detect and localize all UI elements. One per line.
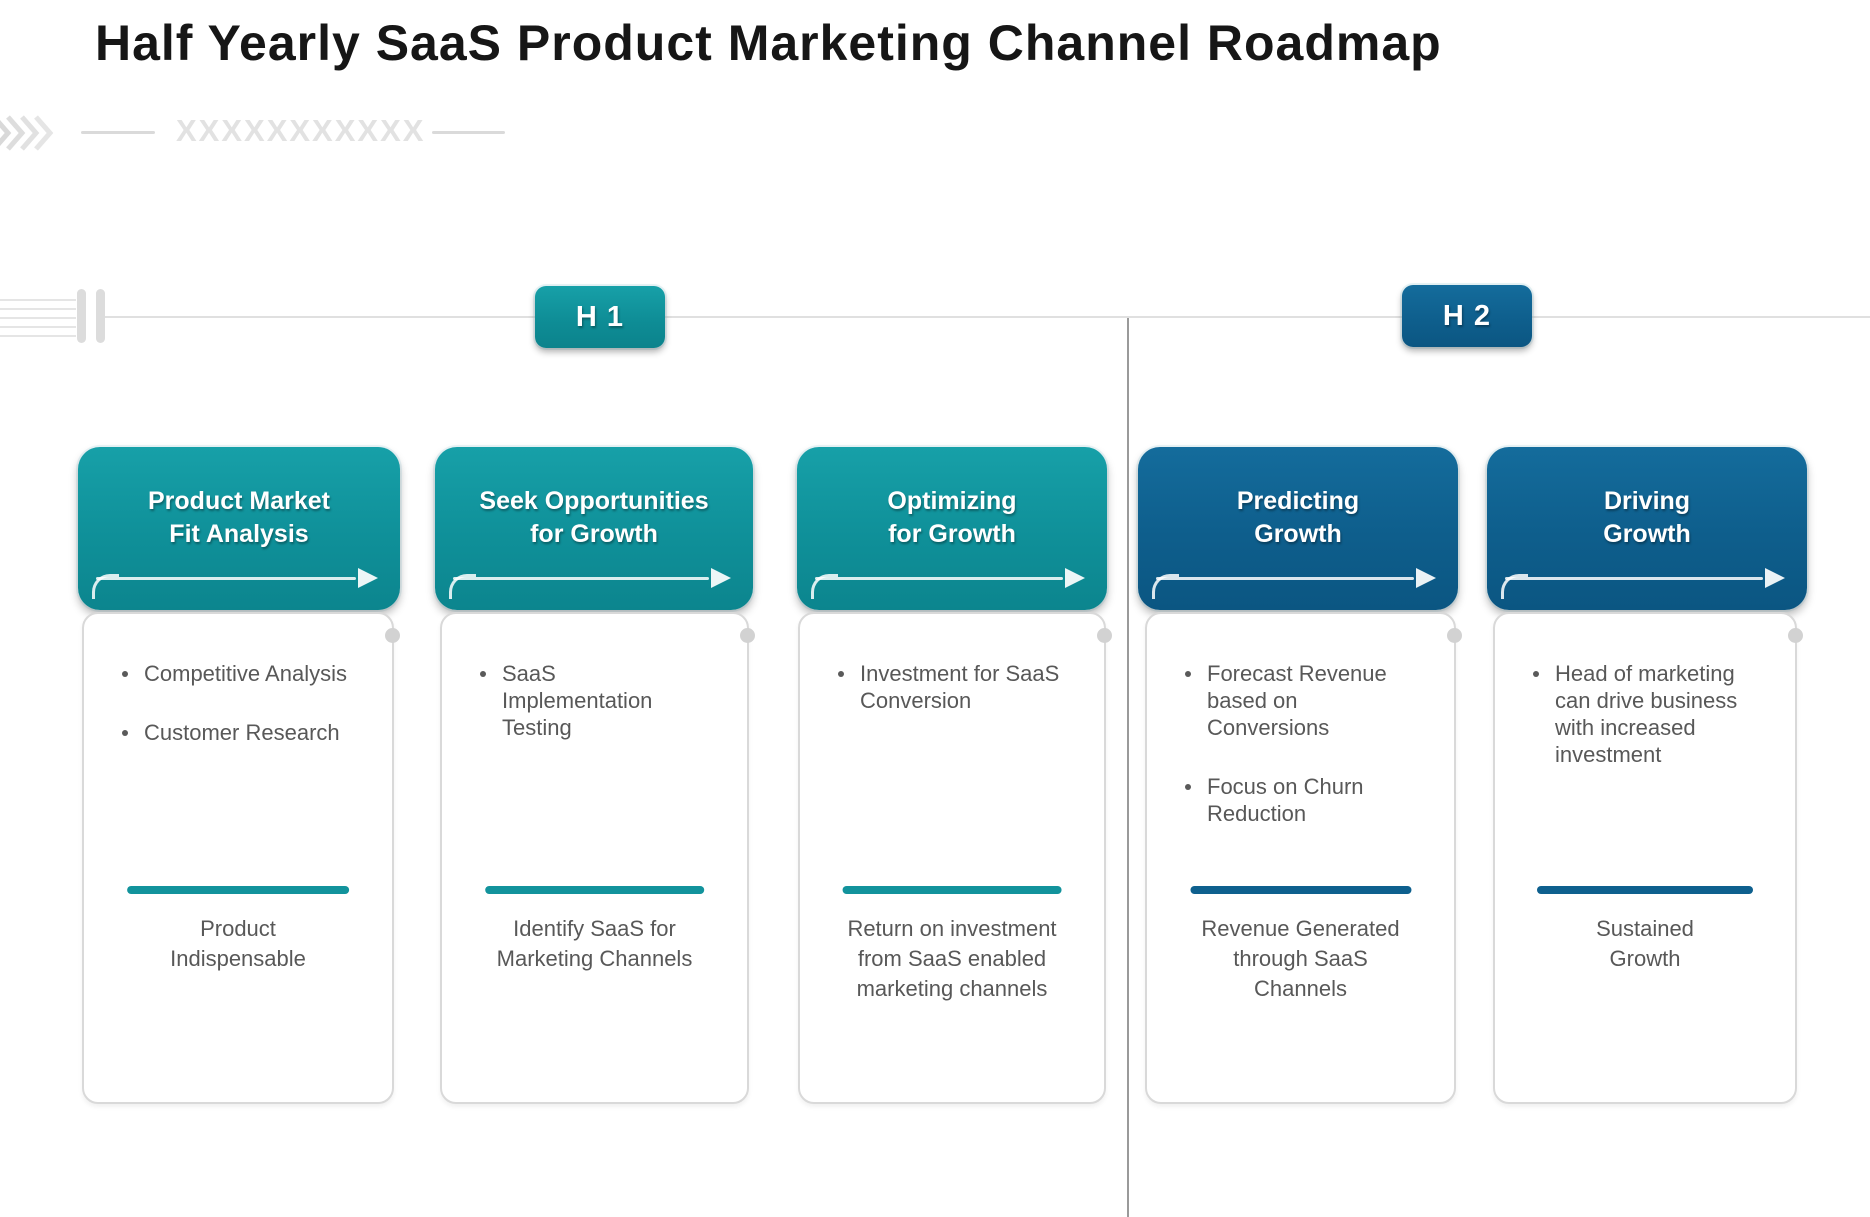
h1-badge: H 1 [535,286,665,348]
timeline-line [105,316,1870,318]
bullet-item: SaaS Implementation Testing [472,660,707,741]
card-body: Investment for SaaS Conversion Return on… [798,612,1112,1104]
timeline-start-bar-icon [77,289,86,343]
bullet-list: SaaS Implementation Testing [442,614,747,741]
card-header: Driving Growth [1487,447,1807,610]
card-header: Optimizing for Growth [797,447,1107,610]
card-body: Forecast Revenue based on Conversions Fo… [1145,612,1462,1104]
card-outcome-label: Product Indispensable [170,916,306,971]
card-title: Seek Opportunities for Growth [479,487,709,548]
card-outcome-label: Sustained Growth [1596,916,1694,971]
corner-dot-icon [1097,628,1112,643]
card-divider-line [1537,886,1753,894]
bullet-list: Head of marketing can drive business wit… [1495,614,1795,768]
bullet-item: Head of marketing can drive business wit… [1525,660,1755,768]
bullet-item: Customer Research [114,719,352,746]
bullet-item: Forecast Revenue based on Conversions [1177,660,1414,741]
card-divider-line [127,886,349,894]
card-outcome-label: Return on investment from SaaS enabled m… [847,916,1057,1001]
card-title: Driving Growth [1603,487,1691,548]
card-divider-line [842,886,1062,894]
bullet-item: Investment for SaaS Conversion [830,660,1064,714]
page-title: Half Yearly SaaS Product Marketing Chann… [95,15,1442,71]
bullet-list: Forecast Revenue based on Conversions Fo… [1147,614,1454,827]
card-outcome-label: Revenue Generated through SaaS Channels [1201,916,1400,1001]
bullet-list: Investment for SaaS Conversion [800,614,1104,714]
corner-dot-icon [385,628,400,643]
card-title: Optimizing for Growth [887,487,1017,548]
card-body: Competitive Analysis Customer Research P… [82,612,400,1104]
card-outcome-label: Identify SaaS for Marketing Channels [496,916,693,971]
card-header: Seek Opportunities for Growth [435,447,753,610]
bullet-item: Focus on Churn Reduction [1177,773,1414,827]
decor-dash-left [81,131,155,134]
card-divider-line [1189,886,1412,894]
arrow-icon [449,574,476,599]
corner-dot-icon [1788,628,1803,643]
chevrons-icon [0,115,54,151]
h2-badge: H 2 [1402,285,1532,347]
half-year-divider-line [1127,318,1129,1217]
card-title: Product Market Fit Analysis [148,487,330,548]
bullet-list: Competitive Analysis Customer Research [84,614,392,746]
card-header: Product Market Fit Analysis [78,447,400,610]
card-header: Predicting Growth [1138,447,1458,610]
bullet-item: Competitive Analysis [114,660,352,687]
timeline-start-bar-icon [96,289,105,343]
decor-dash-right [432,131,505,134]
timeline-left-lines-icon [0,299,76,339]
arrow-icon [1152,574,1179,599]
arrow-icon [811,574,838,599]
arrow-icon [92,574,119,599]
arrow-icon [1501,574,1528,599]
card-title: Predicting Growth [1236,487,1360,548]
card-divider-line [484,886,705,894]
corner-dot-icon [1447,628,1462,643]
decor-x-placeholder: XXXXXXXXXXX [176,113,426,148]
card-body: Head of marketing can drive business wit… [1493,612,1803,1104]
corner-dot-icon [740,628,755,643]
card-body: SaaS Implementation Testing Identify Saa… [440,612,755,1104]
